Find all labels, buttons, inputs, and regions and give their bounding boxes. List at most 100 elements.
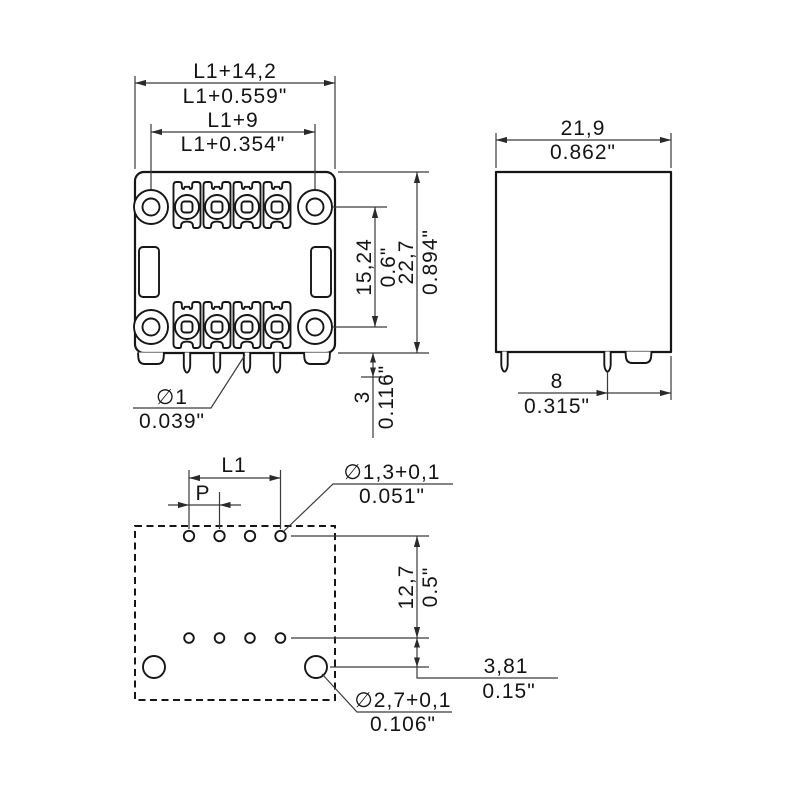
arrowhead [371, 207, 379, 218]
extension-line [188, 470, 282, 529]
arrowhead [660, 389, 671, 397]
dim-row-spacing-inch: 0.6" [377, 247, 400, 288]
front-dimensions: L1+14,2 L1+0.559" L1+9 L1+0.354" 15,24 0… [133, 60, 442, 438]
front-view [133, 170, 337, 374]
solder-pin [182, 351, 192, 374]
dim-overall-width-inch: L1+0.559" [183, 85, 288, 108]
arrowhead [304, 128, 315, 136]
contact [202, 301, 232, 349]
peg-hole [304, 655, 328, 679]
extension-line [333, 206, 387, 328]
arrowhead [413, 627, 421, 638]
dim-fp-row-spacing-inch: 0.5" [419, 567, 442, 608]
extension-line [495, 133, 672, 168]
side-view [494, 170, 673, 373]
side-dimensions: 21,9 0.862" 8 0.315" [495, 117, 672, 418]
solder-pin [500, 350, 509, 373]
arrowhead [189, 474, 200, 482]
pin-hole [244, 632, 256, 644]
dim-peg-dia-metric: ∅2,7+0,1 [355, 689, 452, 712]
pin-hole [274, 529, 287, 543]
solder-pin [212, 351, 222, 374]
dim-hole-dia-inch: 0.051" [359, 485, 425, 508]
contact [232, 181, 262, 229]
dim-pitch-label: P [195, 482, 210, 505]
dim-peg-offset-inch: 0.15" [482, 680, 535, 703]
pin-hole [182, 529, 196, 543]
solder-pin [603, 350, 612, 373]
latch-recess [138, 246, 160, 298]
dim-pin-edge-metric: 8 [551, 370, 564, 393]
leader-line [321, 673, 452, 713]
solder-pin [272, 351, 282, 374]
extension-line [338, 171, 429, 354]
dim-peg-offset-metric: 3,81 [484, 655, 529, 678]
contact [232, 301, 262, 349]
arrowhead [660, 136, 671, 144]
dim-fixing-span-metric: L1+9 [207, 109, 258, 132]
arrowhead [414, 638, 420, 648]
dim-pin-length-metric: 3 [351, 391, 374, 404]
mounting-hole [297, 309, 333, 345]
arrowhead [496, 136, 507, 144]
fixing-peg [137, 351, 165, 365]
contact [172, 181, 202, 229]
arrowhead [413, 536, 421, 547]
dim-pin-edge-inch: 0.315" [524, 395, 590, 418]
arrowhead [370, 353, 376, 363]
pin-hole [243, 529, 257, 543]
pin-hole [213, 632, 226, 644]
dim-depth-metric: 21,9 [561, 117, 606, 140]
footprint-view [134, 525, 336, 701]
dim-pin-length-inch: 0.116" [375, 365, 398, 429]
extension-line [134, 76, 336, 169]
arrowhead [413, 172, 421, 183]
arrowhead [371, 316, 379, 327]
arrowhead [219, 501, 231, 509]
dim-pin-diameter-metric: ∅1 [156, 386, 188, 409]
mounting-hole [133, 189, 169, 225]
contact [262, 301, 292, 349]
footprint-dimensions: L1 P ∅1,3+0,1 0.051" 12,7 0.5" 3,81 0.15… [168, 454, 558, 736]
arrowhead [596, 389, 608, 397]
extension-line [291, 535, 429, 639]
mounting-hole [133, 309, 169, 345]
pin-hole [274, 632, 287, 644]
mounting-hole [297, 189, 333, 225]
peg-hole [142, 655, 166, 679]
dim-overall-width-metric: L1+14,2 [193, 60, 277, 83]
dim-height-inch: 0.894" [419, 229, 442, 295]
dimension-line [416, 638, 558, 679]
fixing-peg [303, 351, 331, 365]
dim-depth-inch: 0.862" [550, 141, 616, 164]
latch-recess [310, 246, 332, 298]
pin-hole [183, 632, 195, 644]
board-outline [134, 525, 336, 701]
dim-peg-dia-inch: 0.106" [370, 713, 436, 736]
leader-line [283, 483, 453, 532]
pin-hole [213, 529, 226, 543]
arrowhead [151, 128, 162, 136]
dim-row-spacing-metric: 15,24 [353, 238, 376, 296]
dim-l1-label: L1 [221, 454, 246, 477]
contact [202, 181, 232, 229]
arrowhead [324, 79, 335, 87]
arrowhead [269, 474, 281, 482]
contact [262, 181, 292, 229]
dim-hole-dia-metric: ∅1,3+0,1 [344, 461, 441, 484]
dim-height-metric: 22,7 [395, 240, 418, 285]
arrowhead [414, 657, 420, 667]
arrowhead [413, 342, 421, 353]
dim-fixing-span-inch: L1+0.354" [181, 133, 286, 156]
dim-fp-row-spacing-metric: 12,7 [395, 565, 418, 610]
extension-line [150, 124, 316, 189]
fixing-peg [624, 350, 653, 364]
dim-pin-diameter-inch: 0.039" [139, 410, 205, 433]
connector-body-side [494, 170, 673, 354]
arrowhead [135, 79, 146, 87]
leader-line [133, 354, 246, 409]
arrowhead [370, 367, 376, 377]
